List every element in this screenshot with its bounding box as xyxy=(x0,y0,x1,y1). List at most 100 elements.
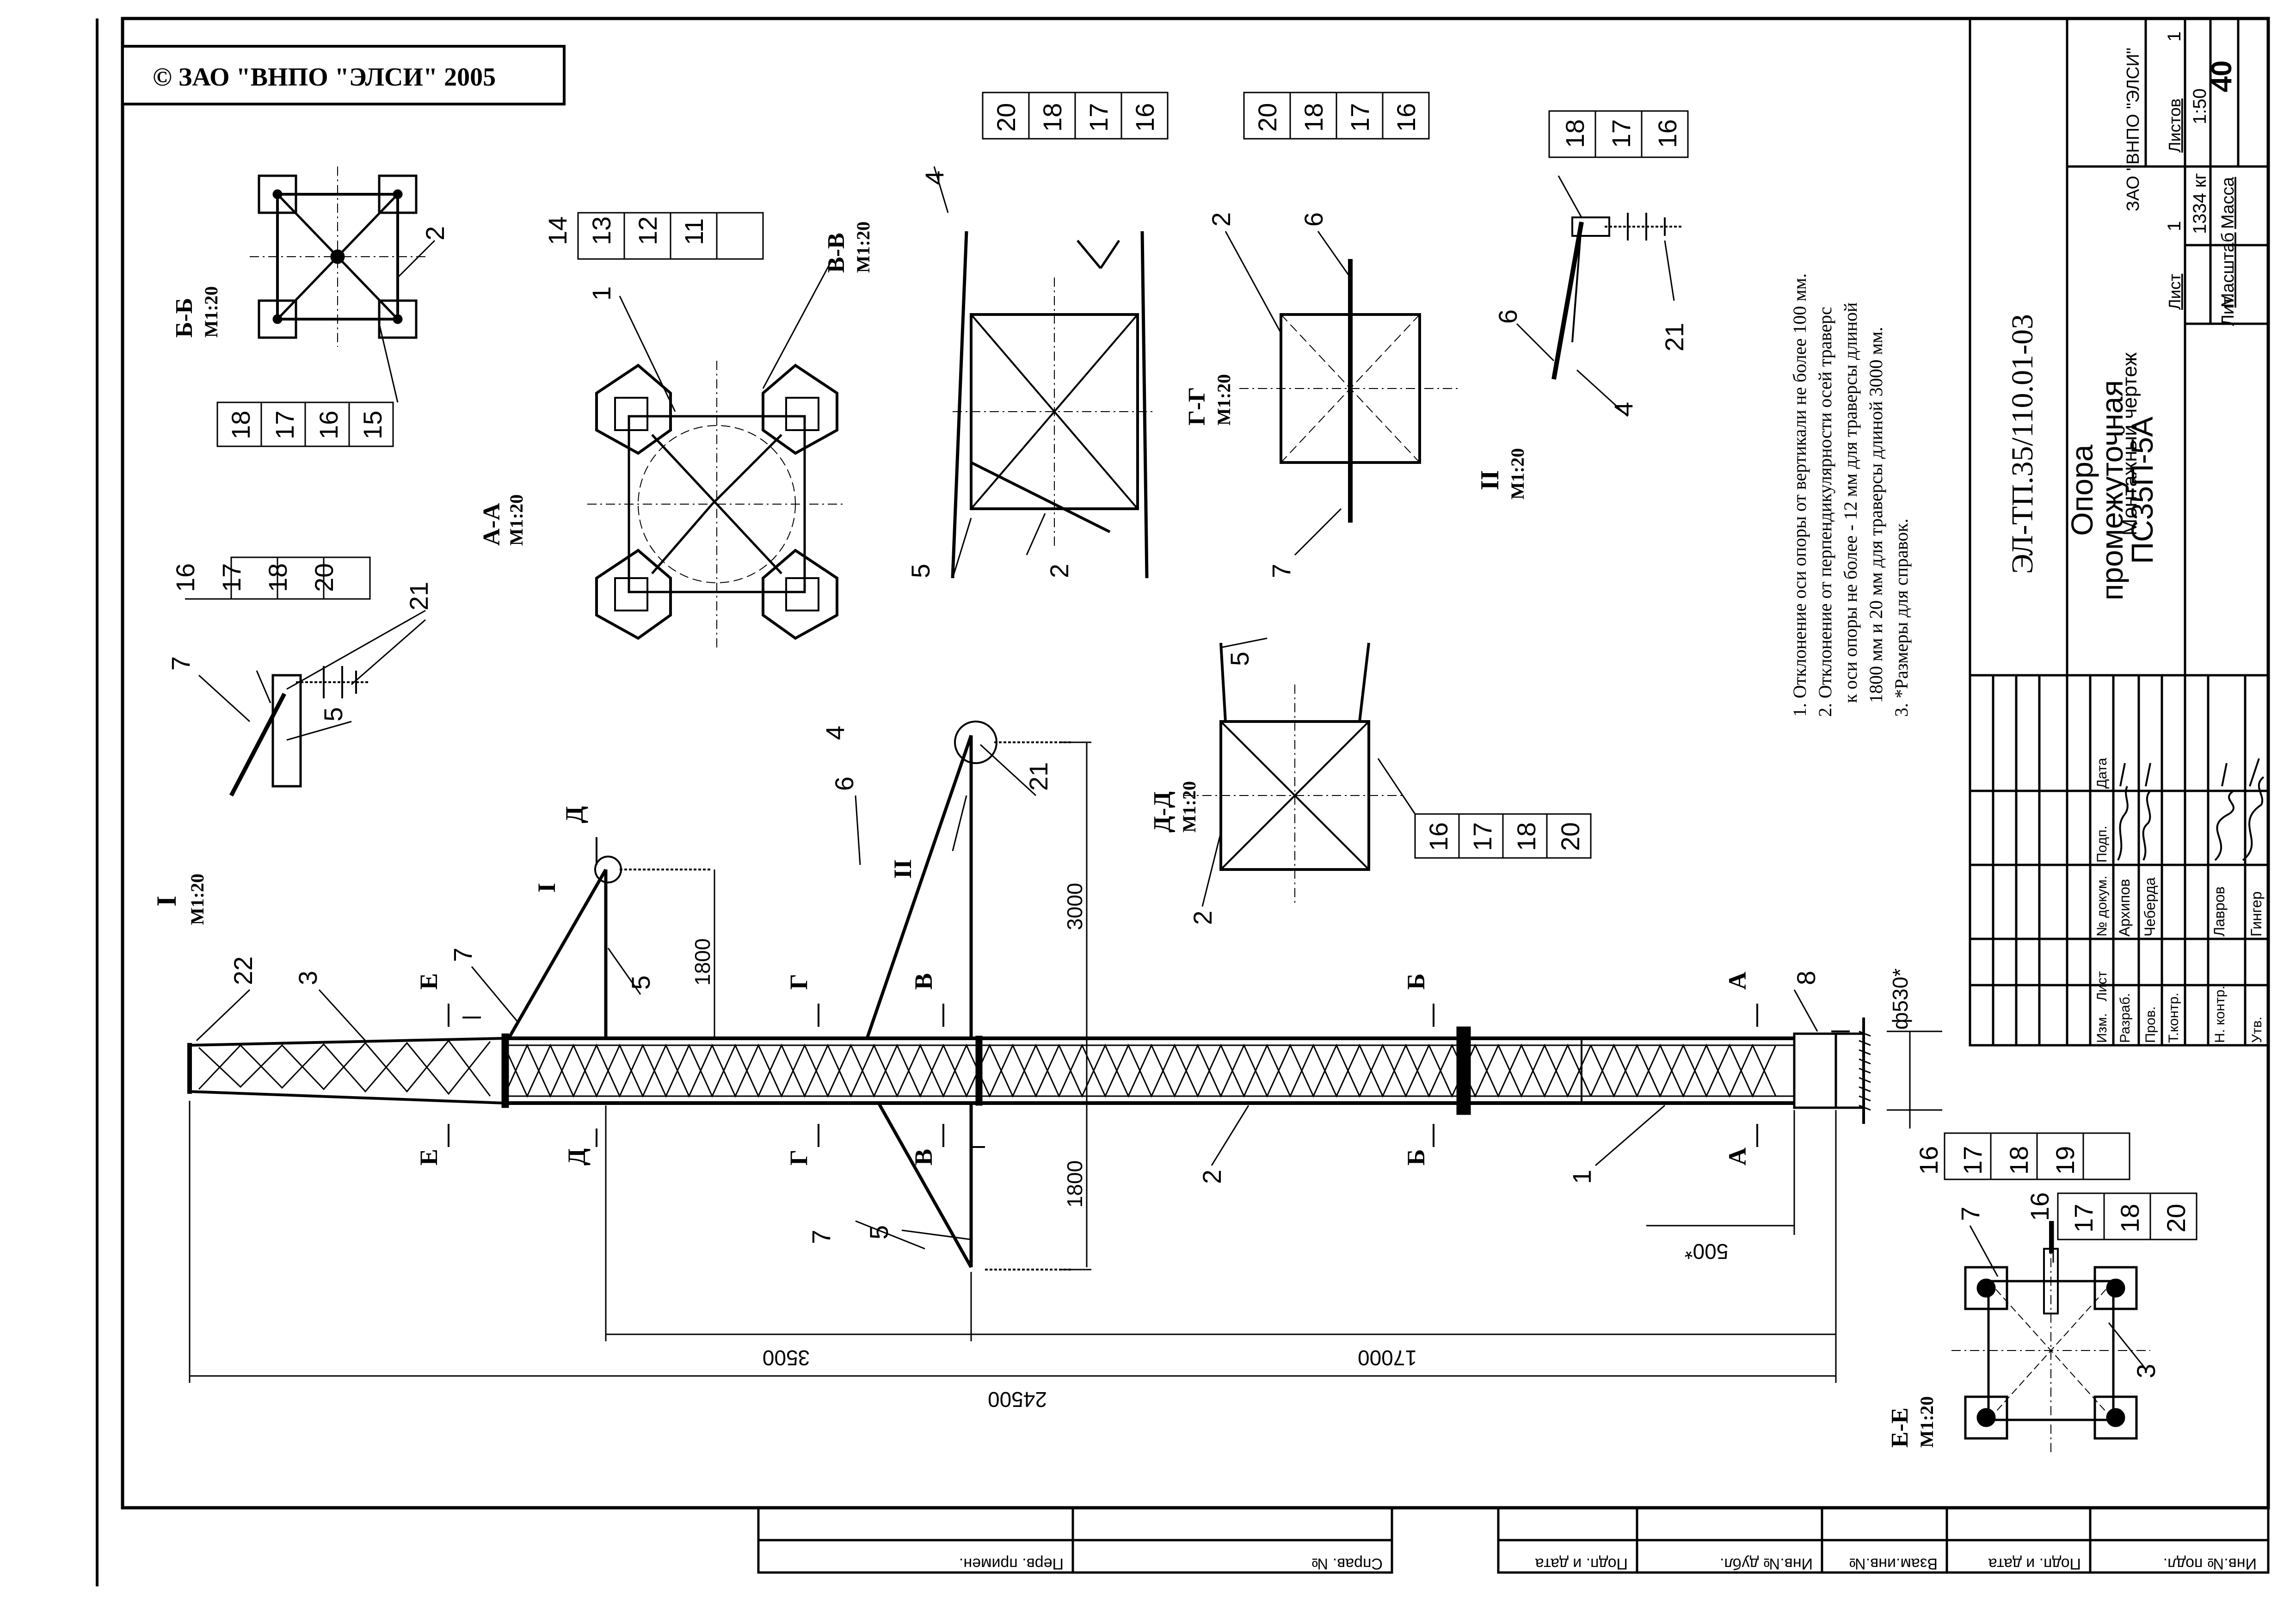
vEE-20: 20 xyxy=(2161,1204,2191,1233)
dimension-texts: 24500 17000 3500 3000 1800 1800 500* ф53… xyxy=(690,883,1912,1412)
view-GG-numbers: 20 18 17 16 2 6 7 xyxy=(1206,103,1421,578)
callout-5-bot: 5 xyxy=(864,1225,893,1240)
vVV-16: 16 xyxy=(1130,103,1159,132)
note-2c: 1800 мм и 20 мм для траверсы длиной 3000… xyxy=(1865,327,1886,703)
rev-header-data: Дата xyxy=(2094,758,2110,789)
vBB-16: 16 xyxy=(314,411,343,439)
stamp-inv-podl: Инв.№ подл. xyxy=(2163,1555,2257,1573)
vAA-13: 13 xyxy=(587,216,616,245)
title-AA-scale: М1:20 xyxy=(506,494,527,546)
rev-header-izm: Изм. xyxy=(2094,1013,2110,1043)
vII-17: 17 xyxy=(1607,119,1636,148)
rev-header-list: Лист xyxy=(2094,971,2110,1001)
title-II: II xyxy=(1476,470,1504,490)
view-II-numbers: 18 17 16 6 21 4 xyxy=(1493,119,1689,416)
dim-3000: 3000 xyxy=(1063,883,1087,930)
cut-mark-G-bot: Г xyxy=(785,1150,813,1166)
vVV-18: 18 xyxy=(1038,103,1067,132)
name-lavrov: Лавров xyxy=(2211,887,2228,937)
view-DD-numbers: 5 16 17 18 20 2 xyxy=(1188,652,1585,925)
stamp-sprav: Справ. № xyxy=(1311,1555,1383,1573)
vGG-20: 20 xyxy=(1253,103,1282,132)
cut-mark-A-top: А xyxy=(1724,972,1751,990)
vEE-17: 17 xyxy=(2069,1204,2098,1233)
vII-21: 21 xyxy=(1660,323,1689,352)
rt-17: 17 xyxy=(1958,1146,1987,1175)
dim-3500: 3500 xyxy=(763,1346,810,1370)
signatures xyxy=(2117,758,2265,861)
callout-7-top: 7 xyxy=(448,948,477,962)
copyright-box: © ЗАО "ВНПО "ЭЛСИ" 2005 xyxy=(121,45,566,105)
dim-530: ф530* xyxy=(1888,968,1912,1030)
callout-2: 2 xyxy=(1197,1170,1226,1184)
vEE-7: 7 xyxy=(1956,1207,1985,1221)
view-GG xyxy=(1225,92,1461,556)
vI-21: 21 xyxy=(404,582,433,611)
vI-18: 18 xyxy=(263,563,292,592)
callout-21: 21 xyxy=(1024,762,1053,791)
sheet-number: 40 xyxy=(2206,61,2238,93)
title-line-3: ПС35П-5А xyxy=(2125,417,2159,564)
doc-number: ЭЛ-ТП.35/110.01-03 xyxy=(2006,314,2039,574)
callout-5-top: 5 xyxy=(626,975,655,990)
rt-16: 16 xyxy=(1914,1146,1943,1175)
vAA-12: 12 xyxy=(633,216,662,245)
view-I xyxy=(198,610,426,797)
title-EE: Е-Е xyxy=(1887,1407,1913,1448)
title-DD-scale: М1:20 xyxy=(1179,781,1200,833)
name-ginger: Гингер xyxy=(2248,891,2265,937)
rt-19: 19 xyxy=(2050,1146,2080,1175)
vDD-16: 16 xyxy=(1424,822,1453,851)
vI-16: 16 xyxy=(171,563,200,592)
organization: ЗАО "ВНПО "ЭЛСИ" xyxy=(2124,48,2143,211)
title-EE-scale: М1:20 xyxy=(1916,1396,1937,1448)
header-scale: Масштаб xyxy=(2218,232,2238,308)
cut-mark-A-bot: А xyxy=(1724,1147,1751,1166)
right-callout-numbers: 16 17 18 19 xyxy=(1914,1146,2080,1175)
view-I-numbers: 16 17 18 20 21 7 5 xyxy=(166,563,433,722)
callout-4: 4 xyxy=(820,726,849,740)
cut-mark-V-bot: В xyxy=(910,1149,937,1166)
role-nkontr: Н. контр. xyxy=(2212,986,2228,1043)
title-VV-scale: М1:20 xyxy=(853,222,874,273)
tower-elevation xyxy=(187,721,1871,1270)
title-block xyxy=(1969,17,2270,1047)
vVV-20: 20 xyxy=(991,103,1021,132)
sheet-label: Лист xyxy=(2165,274,2184,310)
drawing-type: Монтажный чертеж xyxy=(2118,352,2141,536)
cut-markers: Е Е Д Д Г Г В В Б Б А А I II xyxy=(415,806,1751,1166)
note-2: 2. Отклонение от перпендикулярности осей… xyxy=(1815,307,1835,717)
section-titles: I М1:20 Б-Б М1:20 А-А М1:20 В-В М1:20 Г-… xyxy=(151,222,1937,1448)
cut-mark-G-top: Г xyxy=(785,974,813,990)
vGG-16: 16 xyxy=(1391,103,1421,132)
vGG-18: 18 xyxy=(1299,103,1328,132)
callout-22: 22 xyxy=(228,956,258,985)
vGG-6: 6 xyxy=(1299,212,1328,227)
notes: 1. Отклонение оси опоры от вертикали не … xyxy=(1789,273,1912,717)
stamp-podp-data-1: Подп. и дата xyxy=(1988,1555,2081,1573)
view-BB xyxy=(216,167,436,447)
vEE-3: 3 xyxy=(2131,1364,2161,1378)
scale-value: 1:50 xyxy=(2190,88,2210,124)
title-block-text: 40 Масштаб Масса Лит. 1:50 1334 кг Листо… xyxy=(2006,31,2265,1043)
view-AA xyxy=(577,212,846,648)
mass-value: 1334 кг xyxy=(2190,173,2210,234)
title-II-scale: М1:20 xyxy=(1507,448,1528,500)
title-BB-scale: М1:20 xyxy=(201,286,222,338)
view-VV xyxy=(933,92,1169,579)
vAA-1: 1 xyxy=(587,286,616,301)
vDD-2: 2 xyxy=(1188,911,1217,925)
vII-16: 16 xyxy=(1653,119,1682,148)
view-AA-numbers: 14 13 12 11 1 xyxy=(543,216,708,301)
vBB-2: 2 xyxy=(420,226,449,241)
cut-mark-D-bot: Д xyxy=(563,1148,591,1166)
vI-7: 7 xyxy=(166,656,195,671)
cut-mark-B-bot: Б xyxy=(1402,1149,1430,1166)
title-GG-scale: М1:20 xyxy=(1213,374,1234,426)
vII-6: 6 xyxy=(1493,309,1522,324)
title-VV: В-В xyxy=(823,233,849,273)
cut-mark-E-top: Е xyxy=(415,973,443,990)
callout-3: 3 xyxy=(293,971,322,985)
dim-17000: 17000 xyxy=(1358,1346,1417,1370)
callout-6: 6 xyxy=(830,777,859,791)
